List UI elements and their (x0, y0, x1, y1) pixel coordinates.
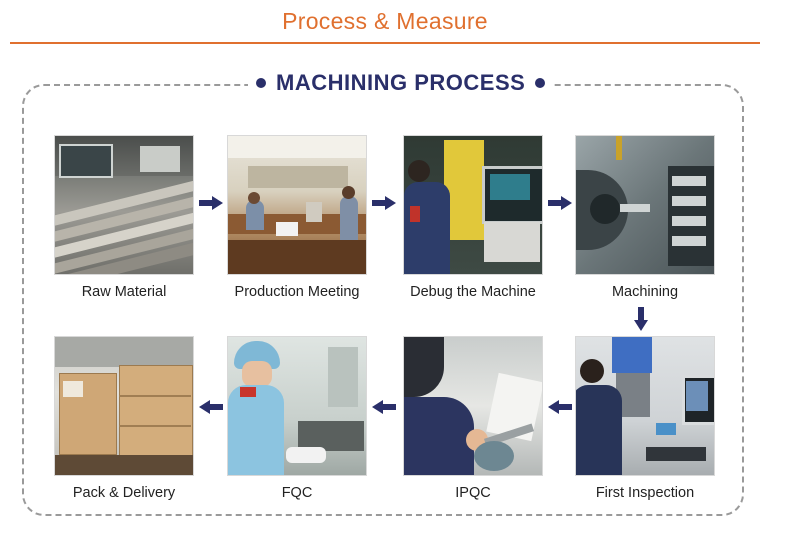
pack-delivery-photo (54, 336, 194, 476)
arrow-right-icon (548, 196, 572, 210)
step-label: First Inspection (595, 485, 695, 501)
section-heading-text: MACHINING PROCESS (276, 70, 526, 95)
step-fqc: FQC (227, 336, 367, 501)
raw-material-photo (54, 135, 194, 275)
step-label: Production Meeting (234, 284, 360, 300)
step-label: FQC (281, 485, 313, 501)
page-title: Process & Measure (282, 8, 488, 34)
step-pack-delivery: Pack & Delivery (54, 336, 194, 501)
debug-machine-photo (403, 135, 543, 275)
heading-dot-right-icon (535, 78, 546, 88)
step-label: IPQC (455, 485, 491, 501)
arrow-down-icon (634, 307, 648, 331)
arrow-left-icon (199, 400, 223, 414)
arrow-left-icon (372, 400, 396, 414)
machining-photo (575, 135, 715, 275)
step-label: Raw Material (81, 284, 167, 300)
arrow-left-icon (548, 400, 572, 414)
title-underline (10, 42, 760, 44)
step-ipqc: IPQC (403, 336, 543, 501)
arrow-right-icon (372, 196, 396, 210)
step-debug-machine: Debug the Machine (403, 135, 543, 300)
step-raw-material: Raw Material (54, 135, 194, 300)
fqc-photo (227, 336, 367, 476)
meeting-photo (227, 135, 367, 275)
step-label: Machining (611, 284, 679, 300)
arrow-right-icon (199, 196, 223, 210)
ipqc-photo (403, 336, 543, 476)
step-production-meeting: Production Meeting (227, 135, 367, 300)
step-first-inspection: First Inspection (575, 336, 715, 501)
step-label: Debug the Machine (410, 284, 536, 300)
first-inspection-photo (575, 336, 715, 476)
section-heading: MACHINING PROCESS (248, 68, 554, 98)
heading-dot-left-icon (256, 78, 266, 88)
step-machining: Machining (575, 135, 715, 300)
step-label: Pack & Delivery (72, 485, 176, 501)
